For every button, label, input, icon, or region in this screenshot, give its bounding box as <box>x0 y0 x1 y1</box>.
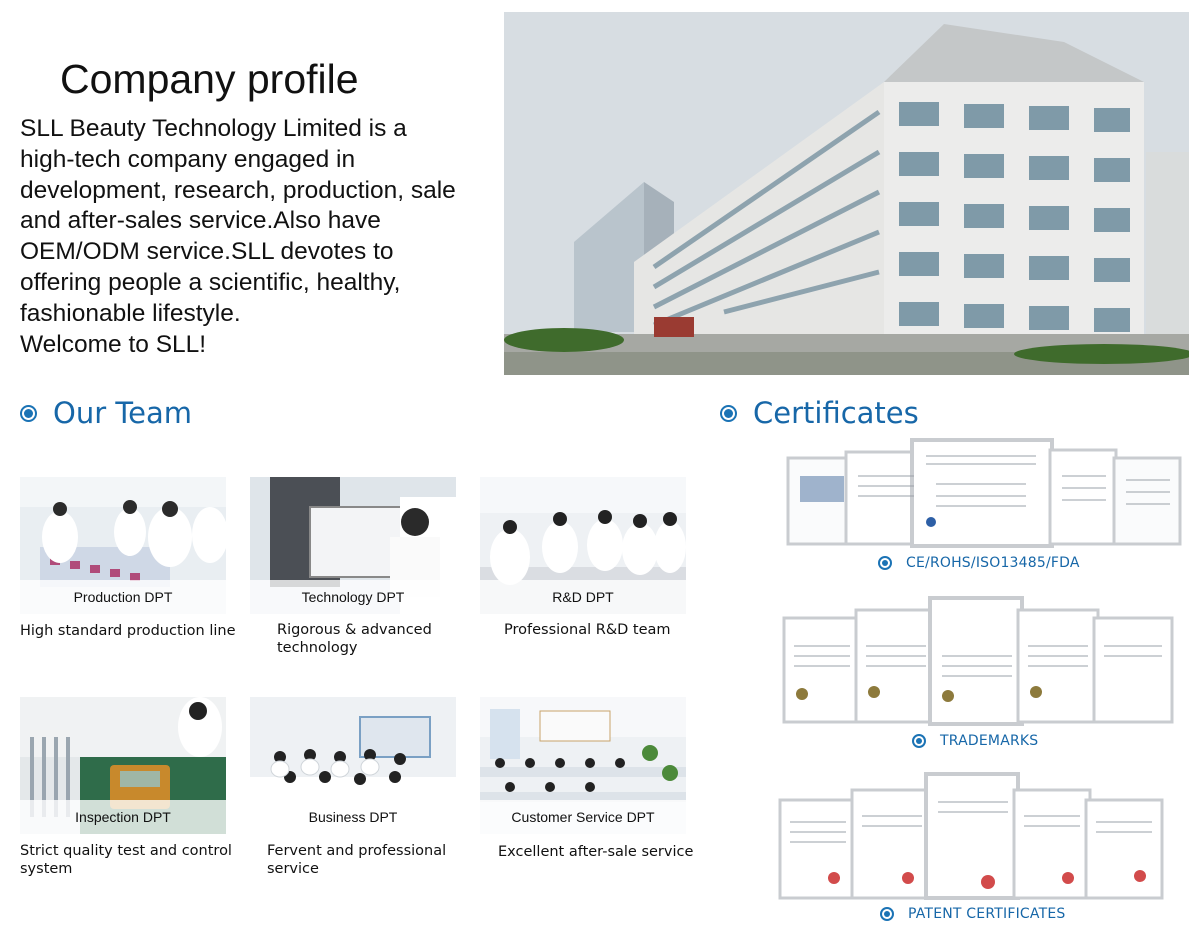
team-card-desc: Rigorous & advanced technology <box>277 622 432 656</box>
circle-bullet-icon <box>20 404 37 422</box>
certificates-heading: Certificates <box>720 396 919 430</box>
team-card-desc: Fervent and professional service <box>267 843 447 877</box>
company-intro: SLL Beauty Technology Limited is a high-… <box>20 114 500 360</box>
team-card-business: Business DPT <box>250 697 456 834</box>
intro-line: fashionable lifestyle. <box>20 299 241 327</box>
team-card-desc: Excellent after-sale service <box>498 844 694 860</box>
intro-line: high-tech company engaged in <box>20 145 356 173</box>
team-card-production: Production DPT <box>20 477 226 614</box>
team-card-inspection: Inspection DPT <box>20 697 226 834</box>
team-card-technology: Technology DPT <box>250 477 456 614</box>
company-building-photo <box>504 12 1189 375</box>
intro-line: Welcome to SLL! <box>20 330 207 358</box>
team-card-desc: Strict quality test and control system <box>20 843 232 877</box>
team-card-label: R&D DPT <box>480 580 686 614</box>
team-card-desc: High standard production line <box>20 623 236 639</box>
cert-caption: CE/ROHS/ISO13485/FDA <box>878 555 1080 571</box>
intro-line: OEM/ODM service.SLL devotes to <box>20 238 394 266</box>
team-card-label: Production DPT <box>20 580 226 614</box>
cert-group-trademarks <box>782 596 1174 731</box>
team-card-label: Inspection DPT <box>20 800 226 834</box>
intro-line: development, research, production, sale <box>20 176 456 204</box>
our-team-heading: Our Team <box>20 396 192 430</box>
circle-bullet-icon <box>878 556 892 570</box>
circle-bullet-icon <box>720 404 737 422</box>
cert-group-patents <box>778 772 1164 907</box>
intro-line: offering people a scientific, healthy, <box>20 268 401 296</box>
team-card-desc: Professional R&D team <box>504 622 671 638</box>
team-card-label: Customer Service DPT <box>480 800 686 834</box>
page-title: Company profile <box>60 56 359 102</box>
intro-line: SLL Beauty Technology Limited is a <box>20 115 407 142</box>
team-card-rnd: R&D DPT <box>480 477 686 614</box>
team-card-customer-service: Customer Service DPT <box>480 697 686 834</box>
cert-caption: TRADEMARKS <box>912 733 1038 749</box>
intro-line: and after-sales service.Also have <box>20 207 381 235</box>
cert-caption: PATENT CERTIFICATES <box>880 906 1065 922</box>
circle-bullet-icon <box>880 907 894 921</box>
team-card-label: Technology DPT <box>250 580 456 614</box>
circle-bullet-icon <box>912 734 926 748</box>
team-card-label: Business DPT <box>250 800 456 834</box>
cert-group-ce-rohs <box>786 436 1182 553</box>
